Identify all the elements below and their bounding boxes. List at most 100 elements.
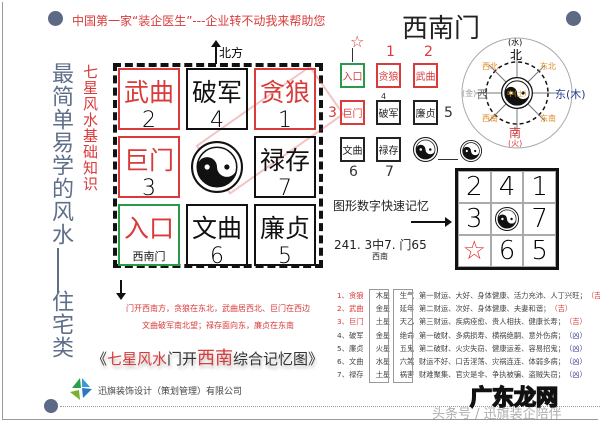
table-row: 3、巨门土星天乙第三财运、疾病痊愈、贵人相扶、健康长寿；（吉） — [337, 315, 587, 328]
row-desc: 第一破财、多病损寿、横祸绝嗣、意外伤病； — [419, 330, 565, 340]
small-box: 禄存 — [376, 137, 401, 162]
compass-n-element: (水) — [508, 38, 523, 47]
taiji-cell — [490, 203, 524, 235]
memory-door: 西南 — [372, 252, 388, 261]
compass — [461, 37, 573, 149]
cell-label: 禄存 — [259, 146, 310, 175]
row-index: 7、禄存 — [337, 370, 364, 380]
small-box: 廉贞 — [413, 100, 438, 125]
row-desc: 第二财运、次好、身体健康、夫妻和谐； — [419, 304, 551, 314]
row-index: 2、武曲 — [337, 304, 364, 314]
cell-number: 7 — [278, 176, 292, 201]
row-star: 火星 — [375, 343, 391, 353]
cell-number: 4 — [210, 108, 224, 133]
row-tag: （吉） — [586, 291, 600, 300]
compass-center: 中(土) — [507, 90, 527, 98]
memory-cell: 4 — [490, 171, 524, 203]
memory-cell: 6 — [490, 235, 524, 267]
compass-west: 西 — [477, 88, 488, 101]
cell-number: 2 — [142, 108, 156, 133]
small-number: 2 — [424, 44, 433, 60]
arrow — [438, 159, 458, 160]
row-qi: 延年 — [399, 304, 415, 314]
row-star: 木星 — [375, 291, 391, 300]
small-number: 6 — [349, 164, 358, 180]
memory-cell: 7 — [523, 203, 556, 235]
cell-label: 巨门 — [123, 146, 174, 175]
cell-number: 6 — [210, 244, 224, 269]
compass-sw: 西南 — [482, 114, 498, 123]
page-title: 西南门 — [402, 14, 481, 44]
row-tag: （凶） — [564, 330, 587, 340]
column-box — [393, 289, 413, 383]
cell-label: 入口 — [123, 214, 174, 243]
watermark-site: 广东龙网 — [469, 385, 559, 412]
bottom-title: 《七星风水门开西南综合记忆图》 — [92, 348, 324, 369]
row-desc: 财运不好、口舌淫荡、灾祸连连、体弱多病； — [419, 357, 565, 366]
row-tag: （凶） — [564, 370, 587, 380]
row-star: 土星 — [375, 370, 391, 380]
company-logo — [70, 378, 92, 400]
cell-label: 廉贞 — [259, 214, 310, 243]
small-number: 4 — [381, 92, 387, 101]
taiji-icon — [495, 207, 519, 231]
row-index: 4、破军 — [337, 330, 364, 340]
row-qi: 生气 — [399, 291, 415, 300]
row-qi: 天乙 — [399, 317, 415, 327]
row-index: 5、廉贞 — [337, 343, 364, 353]
memory-formula: 241. 3中7. 门65 — [334, 238, 427, 252]
taiji-icon — [191, 141, 243, 193]
compass-north: 北 — [510, 48, 523, 62]
arrow-head — [211, 40, 221, 47]
small-number: 7 — [385, 164, 394, 180]
small-number: 1 — [386, 44, 395, 60]
row-desc: 第三财运、疾病痊愈、贵人相扶、健康长寿； — [419, 317, 565, 327]
cell-number: 1 — [278, 108, 292, 133]
row-qi: 六煞 — [399, 357, 415, 366]
row-desc: 财难聚集、官灾是非、争执被骗、盗贼失窃； — [419, 370, 565, 380]
rhyme-line-1: 门开西南方，贪狼在东北，武曲居西北、巨门在西边 — [126, 304, 310, 313]
row-qi: 五鬼 — [399, 343, 415, 353]
cell-label: 破军 — [191, 78, 242, 107]
cell-label: 贪狼 — [259, 78, 310, 107]
cell-number: 西南门 — [132, 250, 166, 263]
row-qi: 祸害 — [399, 370, 415, 380]
small-box: 破军 — [376, 100, 401, 125]
watermark-byline: 头条号 / 迅旗装企陪伴 — [432, 407, 562, 422]
red-title: 七星风水基础知识 — [81, 64, 99, 192]
small-box: 武曲 — [413, 63, 438, 88]
row-desc: 第一财运、大好、身体健康、活力充沛、人丁兴旺； — [419, 291, 587, 300]
row-index: 3、巨门 — [337, 317, 364, 327]
memory-label: 图形数字快速记忆 — [333, 199, 430, 213]
table-row: 2、武曲金星延年第二财运、次好、身体健康、夫妻和谐；（吉） — [337, 302, 572, 315]
dotted-line — [60, 406, 600, 407]
small-box: 入口 — [340, 63, 365, 88]
column-box — [369, 289, 389, 383]
cell-label: 武曲 — [123, 78, 174, 107]
arrow — [411, 221, 447, 223]
arrow-head — [116, 293, 126, 300]
compass-s-element: (火) — [508, 139, 523, 148]
cell-number: 3 — [142, 176, 156, 201]
down-arrow — [120, 280, 122, 294]
row-desc: 第二破财、火灾失窃、健康运差、容易招鬼； — [419, 343, 565, 353]
arrow-head — [445, 217, 452, 227]
star-icon: ☆ — [350, 32, 365, 51]
compass-se: 东南 — [540, 114, 556, 123]
grid-cell: 入口西南门 — [118, 204, 180, 266]
rhyme-line-2: 文曲破军南北望；禄存面向东，廉贞在东南 — [142, 321, 294, 330]
divider — [57, 248, 59, 293]
taiji-icon — [413, 137, 438, 162]
table-row: 6、文曲水星六煞财运不好、口舌淫荡、灾祸连连、体弱多病；（凶） — [337, 355, 587, 368]
memory-cell: 5 — [523, 235, 556, 267]
bullet-dot — [44, 399, 58, 413]
bagua-grid — [113, 63, 323, 268]
north-label: 北方 — [219, 46, 244, 60]
main-title: 最简单易学的风水 — [48, 62, 73, 246]
cell-number: 5 — [278, 244, 292, 269]
compass-south: 南 — [509, 126, 522, 140]
